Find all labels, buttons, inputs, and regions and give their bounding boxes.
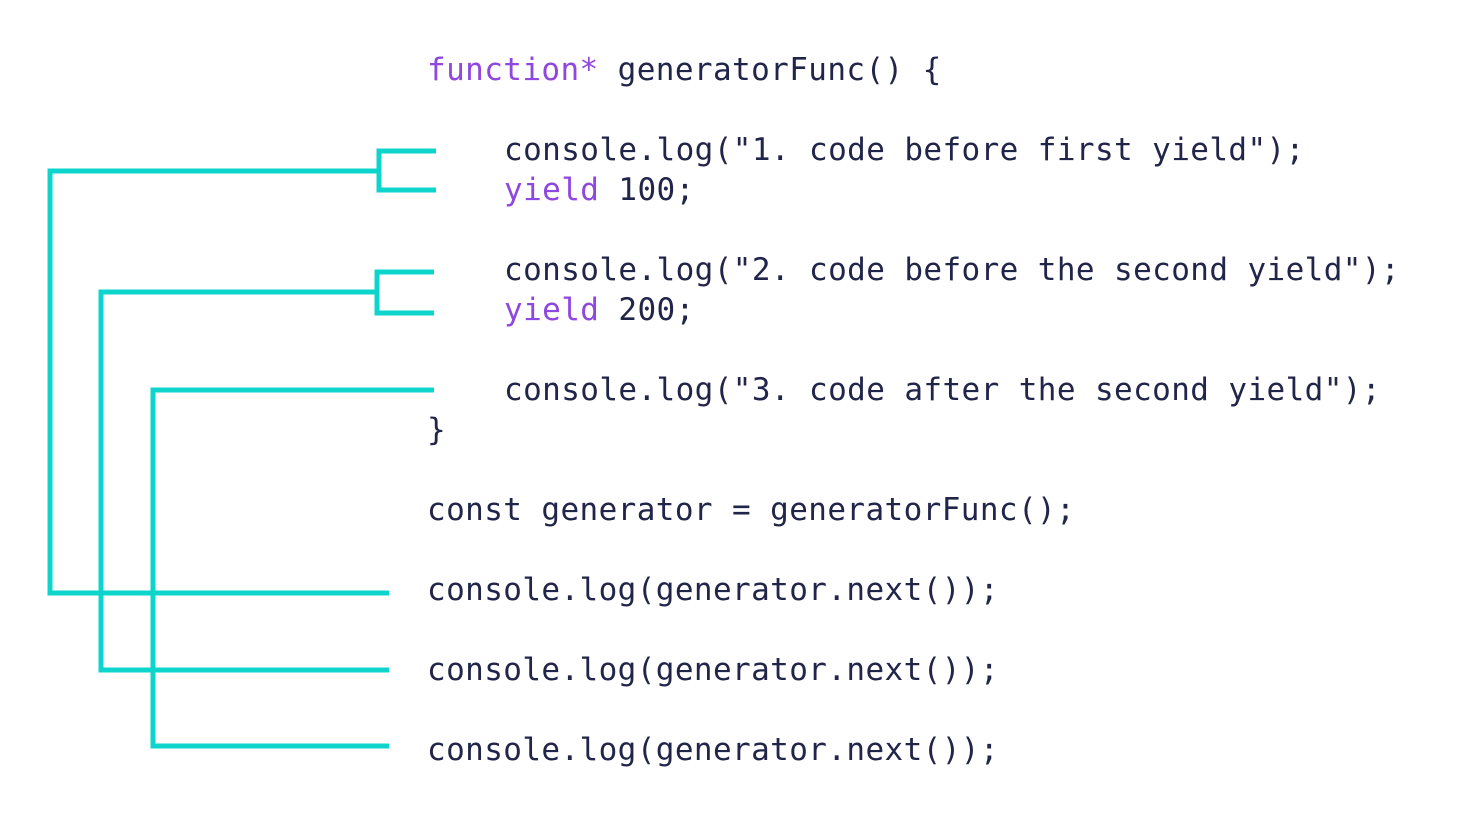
function-signature: generatorFunc() {: [598, 52, 942, 88]
yield-value-2: 200;: [599, 292, 695, 328]
yield-keyword-2: yield: [504, 292, 600, 328]
function-keyword: function*: [427, 52, 599, 88]
yield-value-1: 100;: [599, 172, 695, 208]
next-call-line-1: console.log(generator.next());: [427, 572, 999, 608]
bracket-block-2: [374, 269, 434, 316]
const-generator-line: const generator = generatorFunc();: [427, 492, 1076, 528]
function-declaration-line: function* generatorFunc() {: [427, 50, 942, 90]
yield-line-1: yield 100;: [504, 170, 695, 210]
log-line-3: console.log("3. code after the second yi…: [504, 372, 1381, 408]
next-call-line-2: console.log(generator.next());: [427, 652, 999, 688]
next-call-line-3: console.log(generator.next());: [427, 732, 999, 768]
connector-second-next: [98, 289, 389, 673]
closing-brace: }: [427, 412, 447, 448]
bracket-block-1: [376, 148, 436, 193]
yield-keyword-1: yield: [504, 172, 600, 208]
connector-third-next: [150, 387, 434, 749]
log-line-1: console.log("1. code before first yield"…: [504, 132, 1305, 168]
connector-first-next: [47, 168, 389, 596]
yield-line-2: yield 200;: [504, 290, 695, 330]
log-line-2: console.log("2. code before the second y…: [504, 252, 1400, 288]
